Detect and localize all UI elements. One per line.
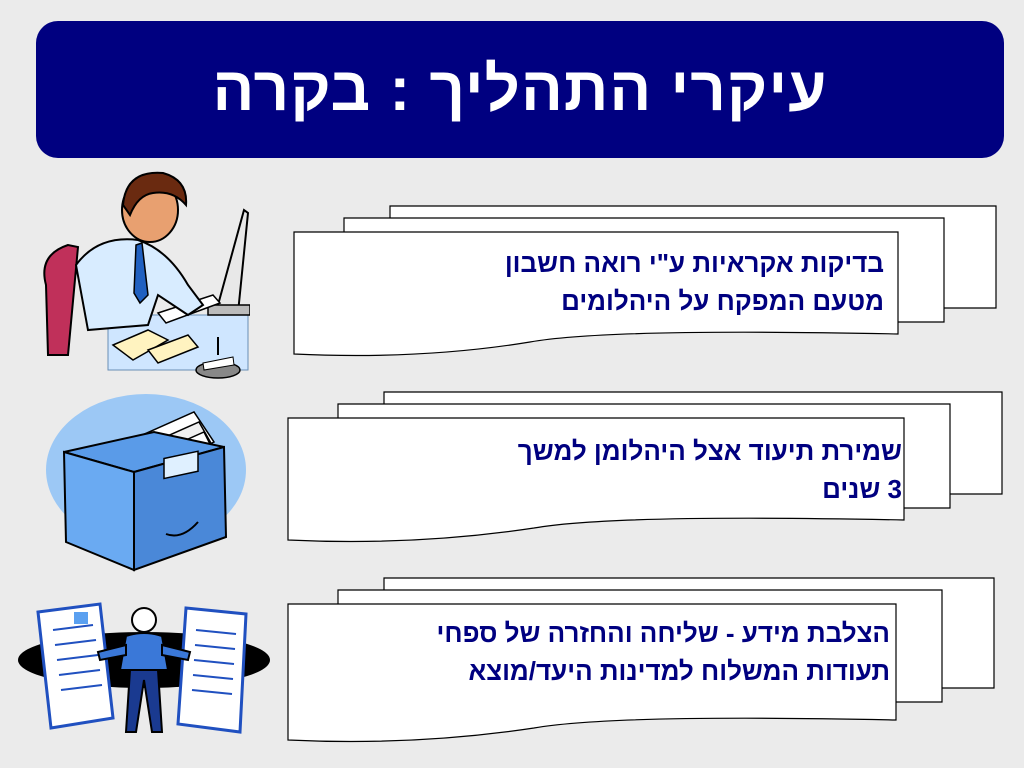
title-banner: עיקרי התהליך : בקרה — [36, 21, 1004, 158]
file-drawer-icon — [44, 392, 248, 574]
card-1-line-2: מטעם המפקח על היהלומים — [561, 286, 884, 316]
office-worker-at-computer-icon — [38, 165, 251, 385]
card-3-line-2: תעודות המשלוח למדינות היעד/מוצא — [468, 656, 890, 686]
info-card-1: בדיקות אקראיות ע"י רואה חשבון מטעם המפקח… — [290, 204, 1002, 362]
page-title: עיקרי התהליך : בקרה — [212, 55, 828, 124]
card-2-line-2: 3 שנים — [822, 474, 902, 504]
info-card-2: שמירת תיעוד אצל היהלומן למשך 3 שנים — [284, 390, 1008, 548]
card-1-line-1: בדיקות אקראיות ע"י רואה חשבון — [504, 248, 884, 278]
document-exchange-icon — [18, 600, 270, 742]
card-2-line-1: שמירת תיעוד אצל היהלומן למשך — [517, 436, 902, 466]
card-3-line-1: הצלבת מידע - שליחה והחזרה של ספחי — [436, 618, 890, 648]
info-card-3: הצלבת מידע - שליחה והחזרה של ספחי תעודות… — [284, 576, 1000, 748]
